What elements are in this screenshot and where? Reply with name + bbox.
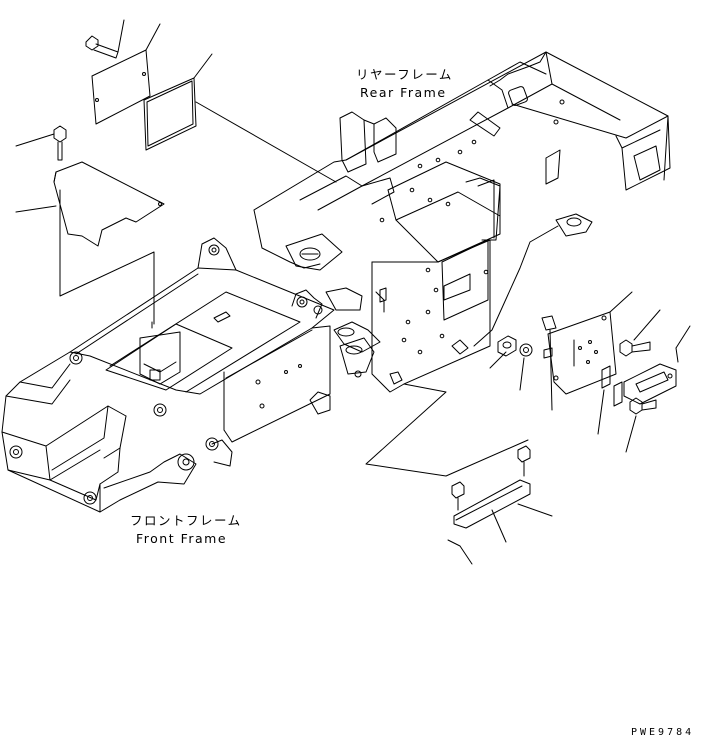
spacer-ring — [520, 344, 532, 390]
washer — [490, 336, 516, 368]
cover-gasket — [144, 54, 212, 150]
right-bolt — [620, 310, 660, 356]
mounting-plate — [548, 292, 632, 394]
bracket-clamp — [624, 326, 690, 404]
rear-frame — [254, 52, 670, 392]
link-bar — [448, 480, 552, 564]
left-cover-plate — [16, 162, 164, 246]
front-frame — [2, 238, 334, 512]
left-bolt — [16, 126, 66, 160]
leader-gasket-to-frame — [196, 102, 336, 182]
top-bolt — [86, 20, 124, 58]
lock-plate — [598, 366, 622, 434]
phantom-lower-outline — [366, 384, 528, 476]
rear-frame-label-jp: リヤーフレーム — [356, 67, 453, 82]
lower-right-bolt — [626, 398, 656, 452]
rear-frame-label-en: Rear Frame — [360, 85, 447, 100]
front-frame-label-en: Front Frame — [136, 531, 228, 546]
plate-shim — [542, 316, 556, 410]
lower-bolt-a — [518, 446, 530, 476]
leader-rear-phantom — [474, 226, 558, 346]
front-frame-label-jp: フロントフレーム — [130, 513, 242, 528]
drawing-number: PWE9784 — [631, 727, 695, 738]
cover-plate-top — [92, 24, 160, 124]
cover-phantom-outline — [60, 190, 154, 324]
lower-bolt-b — [452, 482, 464, 510]
